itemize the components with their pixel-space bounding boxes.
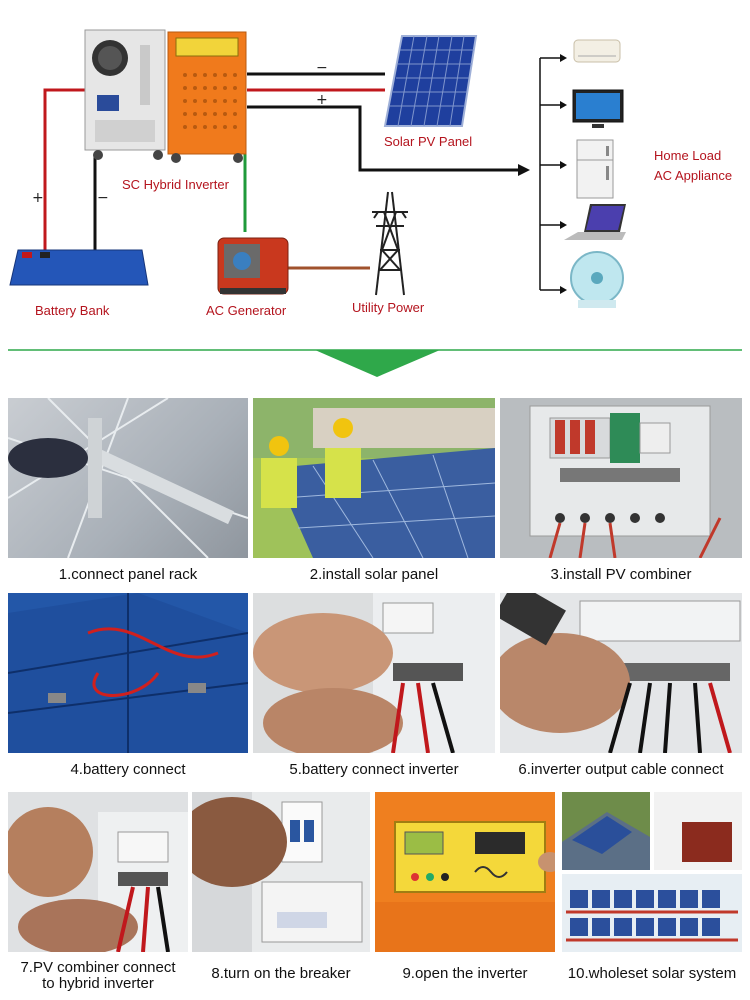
battery-positive-wire [43,88,95,250]
step-8-caption: 8.turn on the breaker [211,965,351,982]
step-6-photo [500,593,742,753]
step-5-caption: 5.battery connect inverter [289,761,459,778]
step-4-caption: 4.battery connect [70,761,186,778]
step-1-caption: 1.connect panel rack [58,566,198,583]
utility-tower-icon [372,191,408,296]
utility-label: Utility Power [352,300,425,315]
step-2-photo [253,398,495,558]
ac-appliance-label: AC Appliance [654,168,733,183]
system-diagram [8,29,742,377]
step-7-caption: 7.PV combiner connect to hybrid inverter [20,959,176,992]
refrigerator-icon [576,139,614,199]
step-6-caption: 6.inverter output cable connect [518,761,724,778]
step-9-caption: 9.open the inverter [402,965,528,982]
generator-label: AC Generator [206,303,287,318]
step-10-photo [562,792,742,952]
tv-icon [572,89,624,128]
step-1-photo [8,398,248,558]
step-2-caption: 2.install solar panel [309,566,439,583]
ac-generator-icon [217,237,289,295]
step-4-photo [8,593,248,753]
step-9-photo [375,792,555,952]
battery-positive-sign: + [32,190,44,206]
hybrid-inverter-icon [84,29,247,163]
solar-panel-icon [383,35,478,127]
step-8-photo [192,792,370,952]
load-arrows [560,54,567,294]
pv-positive-sign: + [316,92,328,108]
battery-label: Battery Bank [35,303,110,318]
fan-icon [570,251,624,308]
step-5-photo [253,593,495,753]
step-3-photo [500,398,742,558]
divider-arrow [315,350,440,377]
laptop-icon [564,204,626,240]
home-load-label: Home Load [654,148,722,163]
step-7-photo [8,792,188,952]
load-distribution-bracket [539,57,562,291]
step-10-caption: 10.wholeset solar system [567,965,737,982]
air-conditioner-icon [573,39,621,63]
step-3-caption: 3.install PV combiner [550,566,692,583]
pv-negative-sign: − [316,60,328,76]
arrow-to-loads [518,164,530,176]
battery-negative-sign: − [97,190,109,206]
inverter-label: SC Hybrid Inverter [122,177,229,192]
solar-panel-label: Solar PV Panel [384,134,473,149]
battery-bank-icon [9,249,149,286]
ac-output-wire [247,105,520,172]
